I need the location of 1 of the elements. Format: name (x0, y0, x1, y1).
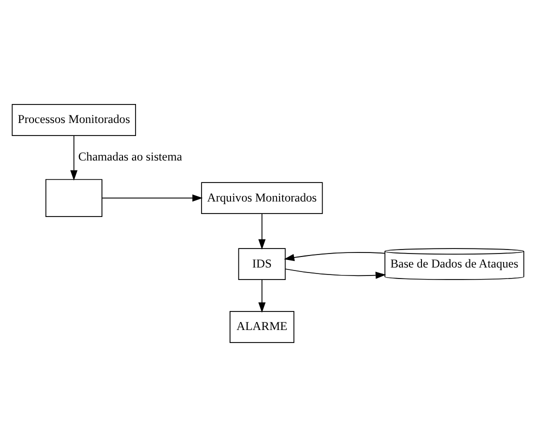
edge-label: Chamadas ao sistema (78, 149, 182, 164)
